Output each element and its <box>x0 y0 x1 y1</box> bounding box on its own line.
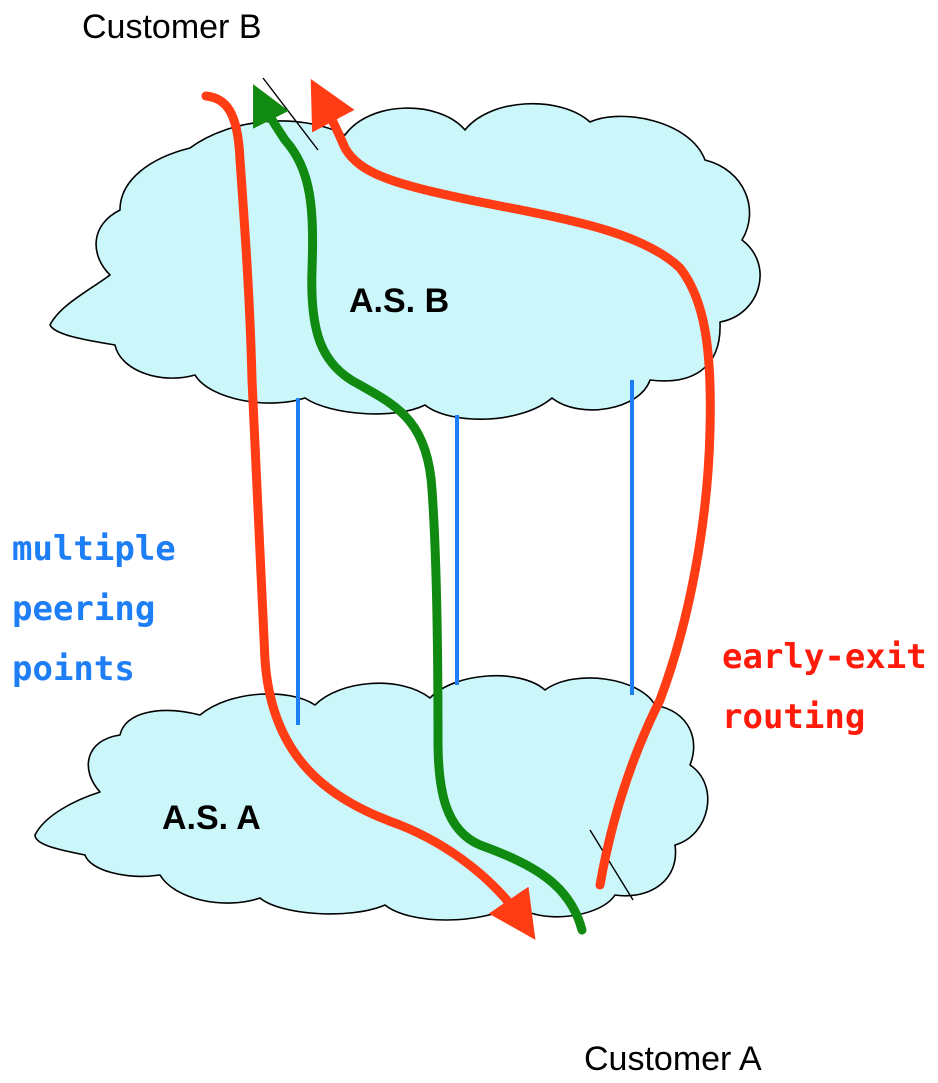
as-b-label: A.S. B <box>349 282 449 320</box>
red-route-a-to-b <box>310 78 715 890</box>
cloud-as-a <box>34 674 709 921</box>
cloud-as-b <box>49 102 761 420</box>
as-a-label: A.S. A <box>162 799 261 837</box>
customer-b-label: Customer B <box>82 8 262 46</box>
green-route-a-to-b <box>253 84 587 935</box>
early-exit-line-2: routing <box>722 697 865 737</box>
early-exit-line-1: early-exit <box>722 637 927 677</box>
customer-a-pointer <box>589 829 634 901</box>
multiple-peering-line-3: points <box>12 649 135 689</box>
customer-a-label: Customer A <box>584 1040 762 1078</box>
multiple-peering-line-1: multiple <box>12 529 176 569</box>
multiple-peering-line-2: peering <box>12 589 155 629</box>
red-route-b-to-a <box>201 91 536 940</box>
